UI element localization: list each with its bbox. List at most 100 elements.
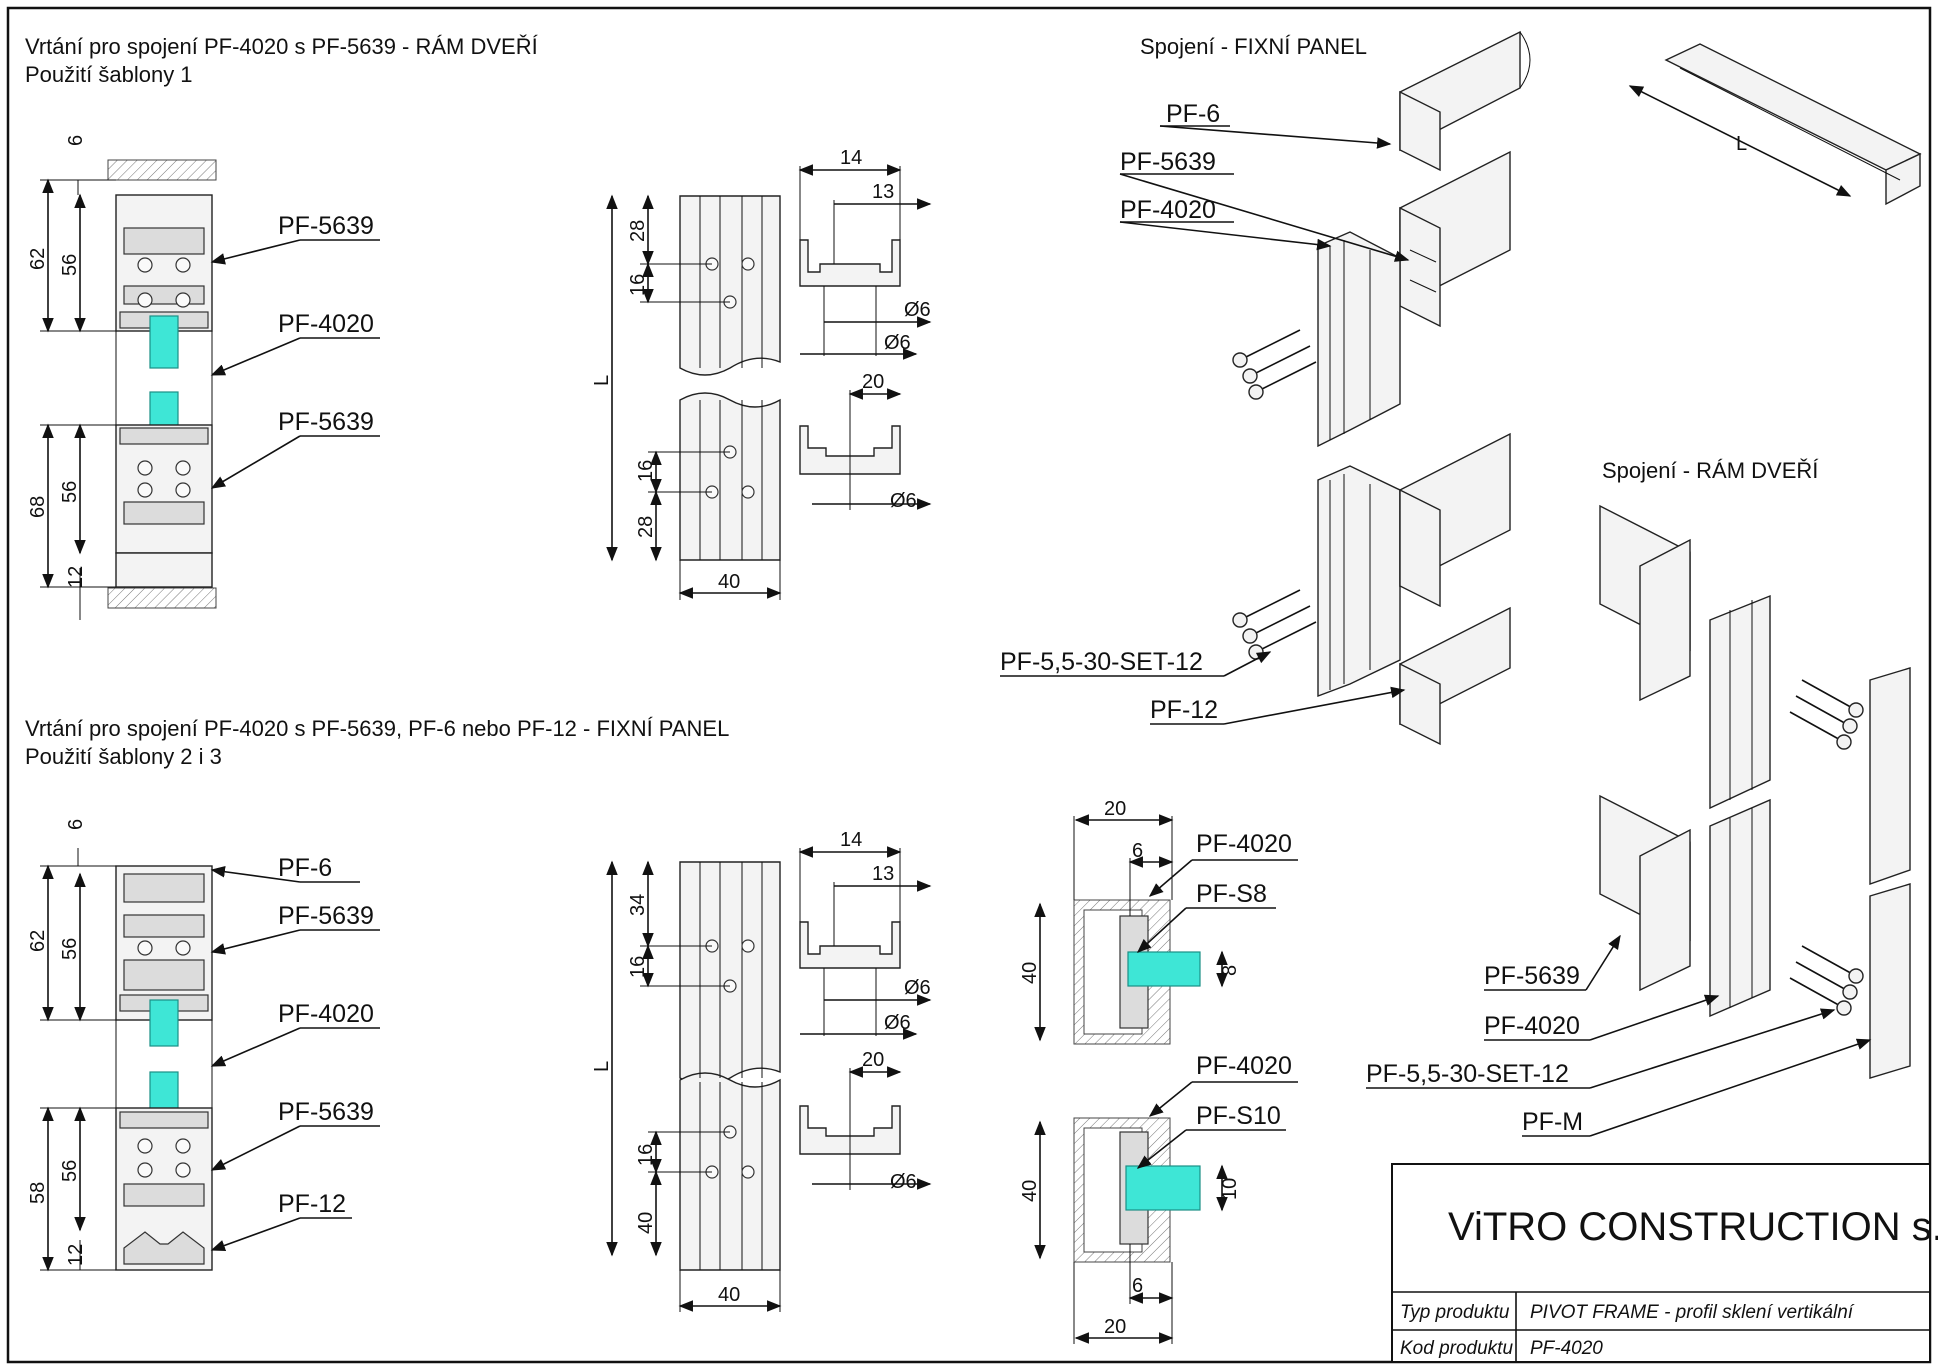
dim-16-c: 16 <box>627 956 649 978</box>
screw-icon <box>1789 945 1864 1016</box>
dim-14-b: 14 <box>840 829 862 851</box>
fixed-panel-iso-callouts: PF-6 PF-5639 PF-4020 PF-5,5-30-SET-12 PF… <box>1000 100 1410 725</box>
dim-62-b: 62 <box>27 930 49 952</box>
dim-13-b: 13 <box>872 863 894 885</box>
dim-56-a: 56 <box>59 254 81 276</box>
dim-6-c: 6 <box>1132 840 1143 862</box>
label-pf4020-iso: PF-4020 <box>1120 196 1216 224</box>
label-pfm: PF-M <box>1522 1108 1583 1136</box>
label-pf4020-b: PF-4020 <box>278 1000 374 1028</box>
label-pf6-iso: PF-6 <box>1166 100 1220 128</box>
label-pf4020-s10: PF-4020 <box>1196 1052 1292 1080</box>
dim-40-e: 40 <box>1019 962 1041 984</box>
label-pf5639-iso: PF-5639 <box>1120 148 1216 176</box>
dim-6-bottom: 6 <box>65 819 87 830</box>
dim-phi6-b: Ø6 <box>884 332 911 354</box>
label-pf5639-a: PF-5639 <box>278 212 374 240</box>
door-frame-drilling-elevation: L 28 16 16 28 40 <box>591 194 782 600</box>
dim-34: 34 <box>627 894 649 916</box>
glass-detail-s8: 20 6 40 8 PF-4020 PF-S8 <box>1019 798 1298 1045</box>
fixed-panel-subtitle: Použití šablony 2 i 3 <box>25 744 222 769</box>
label-pf6-a: PF-6 <box>278 854 332 882</box>
fixed-panel-cross-section <box>115 865 213 1271</box>
dim-58: 58 <box>27 1182 49 1204</box>
label-pfs8: PF-S8 <box>1196 880 1267 908</box>
dim-L-iso: L <box>1736 133 1747 155</box>
fixed-panel-title: Vrtání pro spojení PF-4020 s PF-5639, PF… <box>25 716 729 741</box>
dim-16-d: 16 <box>635 1144 657 1166</box>
dim-20-b: 20 <box>862 1049 884 1071</box>
dim-10: 10 <box>1219 1178 1241 1200</box>
code-label: Kod produktu <box>1400 1338 1513 1359</box>
dim-56-c: 56 <box>59 938 81 960</box>
conn-door-frame-title: Spojení - RÁM DVEŘÍ <box>1602 458 1819 483</box>
dim-6-top: 6 <box>65 135 87 146</box>
door-frame-dimensions: 6 62 56 68 56 12 <box>27 135 116 620</box>
label-set12-a: PF-5,5-30-SET-12 <box>1000 648 1203 676</box>
fixed-panel-drilling-elevation: L 34 16 16 40 40 <box>591 860 782 1312</box>
label-pf4020-s8: PF-4020 <box>1196 830 1292 858</box>
dim-phi6-f: Ø6 <box>890 1171 917 1193</box>
label-pfs10: PF-S10 <box>1196 1102 1281 1130</box>
label-pf4020-a: PF-4020 <box>278 310 374 338</box>
dim-20-c: 20 <box>1104 798 1126 820</box>
long-profile-iso: L <box>1628 43 1922 206</box>
dim-16-b: 16 <box>635 460 657 482</box>
fixed-panel-profile-details: 14 13 Ø6 Ø6 20 Ø6 <box>798 829 932 1193</box>
dim-16-a: 16 <box>627 274 649 296</box>
label-pf12-a: PF-12 <box>278 1190 346 1218</box>
fixed-panel-dimensions: 6 62 56 58 56 12 <box>27 819 116 1272</box>
dim-40-f: 40 <box>1019 1180 1041 1202</box>
fixed-panel-callouts: PF-6 PF-5639 PF-4020 PF-5639 PF-12 <box>210 854 380 1251</box>
label-set12-b: PF-5,5-30-SET-12 <box>1366 1060 1569 1088</box>
screw-icon <box>1789 679 1864 750</box>
conn-fixed-panel-title: Spojení - FIXNÍ PANEL <box>1140 34 1367 59</box>
screw-icon <box>1232 589 1317 660</box>
label-pf5639-door: PF-5639 <box>1484 962 1580 990</box>
door-frame-cross-section <box>107 159 217 609</box>
dim-6-d: 6 <box>1132 1275 1143 1297</box>
dim-56-d: 56 <box>59 1160 81 1182</box>
dim-40-c: 40 <box>635 1212 657 1234</box>
dim-L-bottom: L <box>591 1061 613 1072</box>
dim-phi6-c: Ø6 <box>890 490 917 512</box>
label-pf5639-d: PF-5639 <box>278 1098 374 1126</box>
dim-phi6-d: Ø6 <box>904 977 931 999</box>
dim-20-a: 20 <box>862 371 884 393</box>
dim-phi6-a: Ø6 <box>904 299 931 321</box>
type-value: PIVOT FRAME - profil sklení vertikální <box>1530 1302 1855 1323</box>
glass-detail-s10: 40 10 6 20 PF-4020 PF-S10 <box>1019 1052 1298 1344</box>
door-frame-iso-callouts: PF-5639 PF-4020 PF-5,5-30-SET-12 PF-M <box>1366 934 1872 1137</box>
dim-40-top: 40 <box>718 571 740 593</box>
title-block: ViTRO CONSTRUCTION s.r.o. Typ produktu P… <box>1391 1163 1938 1363</box>
dim-62: 62 <box>27 248 49 270</box>
label-pf12-iso: PF-12 <box>1150 696 1218 724</box>
dim-40-d: 40 <box>718 1284 740 1306</box>
door-frame-title: Vrtání pro spojení PF-4020 s PF-5639 - R… <box>25 34 539 59</box>
dim-12-b: 12 <box>65 1244 87 1266</box>
dim-13-a: 13 <box>872 181 894 203</box>
label-pf5639-b: PF-5639 <box>278 408 374 436</box>
dim-8: 8 <box>1219 965 1241 976</box>
dim-phi6-e: Ø6 <box>884 1012 911 1034</box>
dim-L-top: L <box>591 375 613 386</box>
label-pf4020-door: PF-4020 <box>1484 1012 1580 1040</box>
dim-28-b: 28 <box>635 516 657 538</box>
screw-icon <box>1232 329 1317 400</box>
door-frame-iso-assembly <box>1599 504 1911 1079</box>
fixed-panel-iso-assembly <box>1232 30 1531 746</box>
door-frame-subtitle: Použití šablony 1 <box>25 62 193 87</box>
type-label: Typ produktu <box>1400 1302 1510 1323</box>
dim-12: 12 <box>65 566 87 588</box>
label-pf5639-c: PF-5639 <box>278 902 374 930</box>
code-value: PF-4020 <box>1530 1338 1603 1359</box>
sheet-border <box>6 6 1932 1364</box>
door-frame-profile-details: 14 13 Ø6 Ø6 20 Ø6 <box>798 147 932 512</box>
door-frame-callouts: PF-5639 PF-4020 PF-5639 <box>210 212 380 489</box>
dim-20-d: 20 <box>1104 1316 1126 1338</box>
dim-14-a: 14 <box>840 147 862 169</box>
dim-28-a: 28 <box>627 220 649 242</box>
dim-68: 68 <box>27 496 49 518</box>
company-name: ViTRO CONSTRUCTION s.r.o. <box>1448 1205 1938 1249</box>
